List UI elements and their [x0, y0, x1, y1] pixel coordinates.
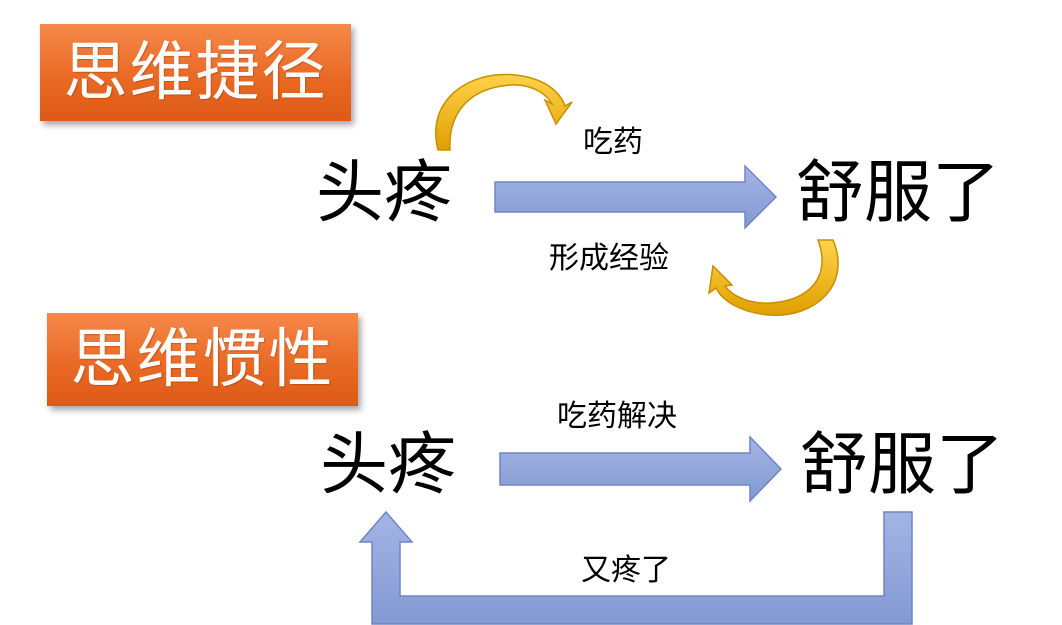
curved-arrow-top [435, 73, 573, 151]
label-medicine-solves: 吃药解决 [557, 399, 677, 434]
curved-arrow-bottom [707, 239, 839, 316]
node-comfortable-2: 舒服了 [800, 426, 1005, 505]
section-title-shortcut: 思维捷径 [40, 24, 351, 121]
arrow-section2 [499, 435, 783, 503]
label-hurts-again: 又疼了 [581, 553, 671, 588]
label-form-experience: 形成经验 [549, 241, 669, 276]
node-headache-1: 头疼 [316, 154, 453, 233]
node-comfortable-1: 舒服了 [796, 154, 1001, 233]
section-title-inertia: 思维惯性 [47, 313, 358, 406]
label-take-medicine: 吃药 [583, 125, 643, 160]
loop-back-arrow [358, 510, 913, 625]
arrow-section1 [494, 164, 778, 230]
node-headache-2: 头疼 [320, 426, 457, 505]
